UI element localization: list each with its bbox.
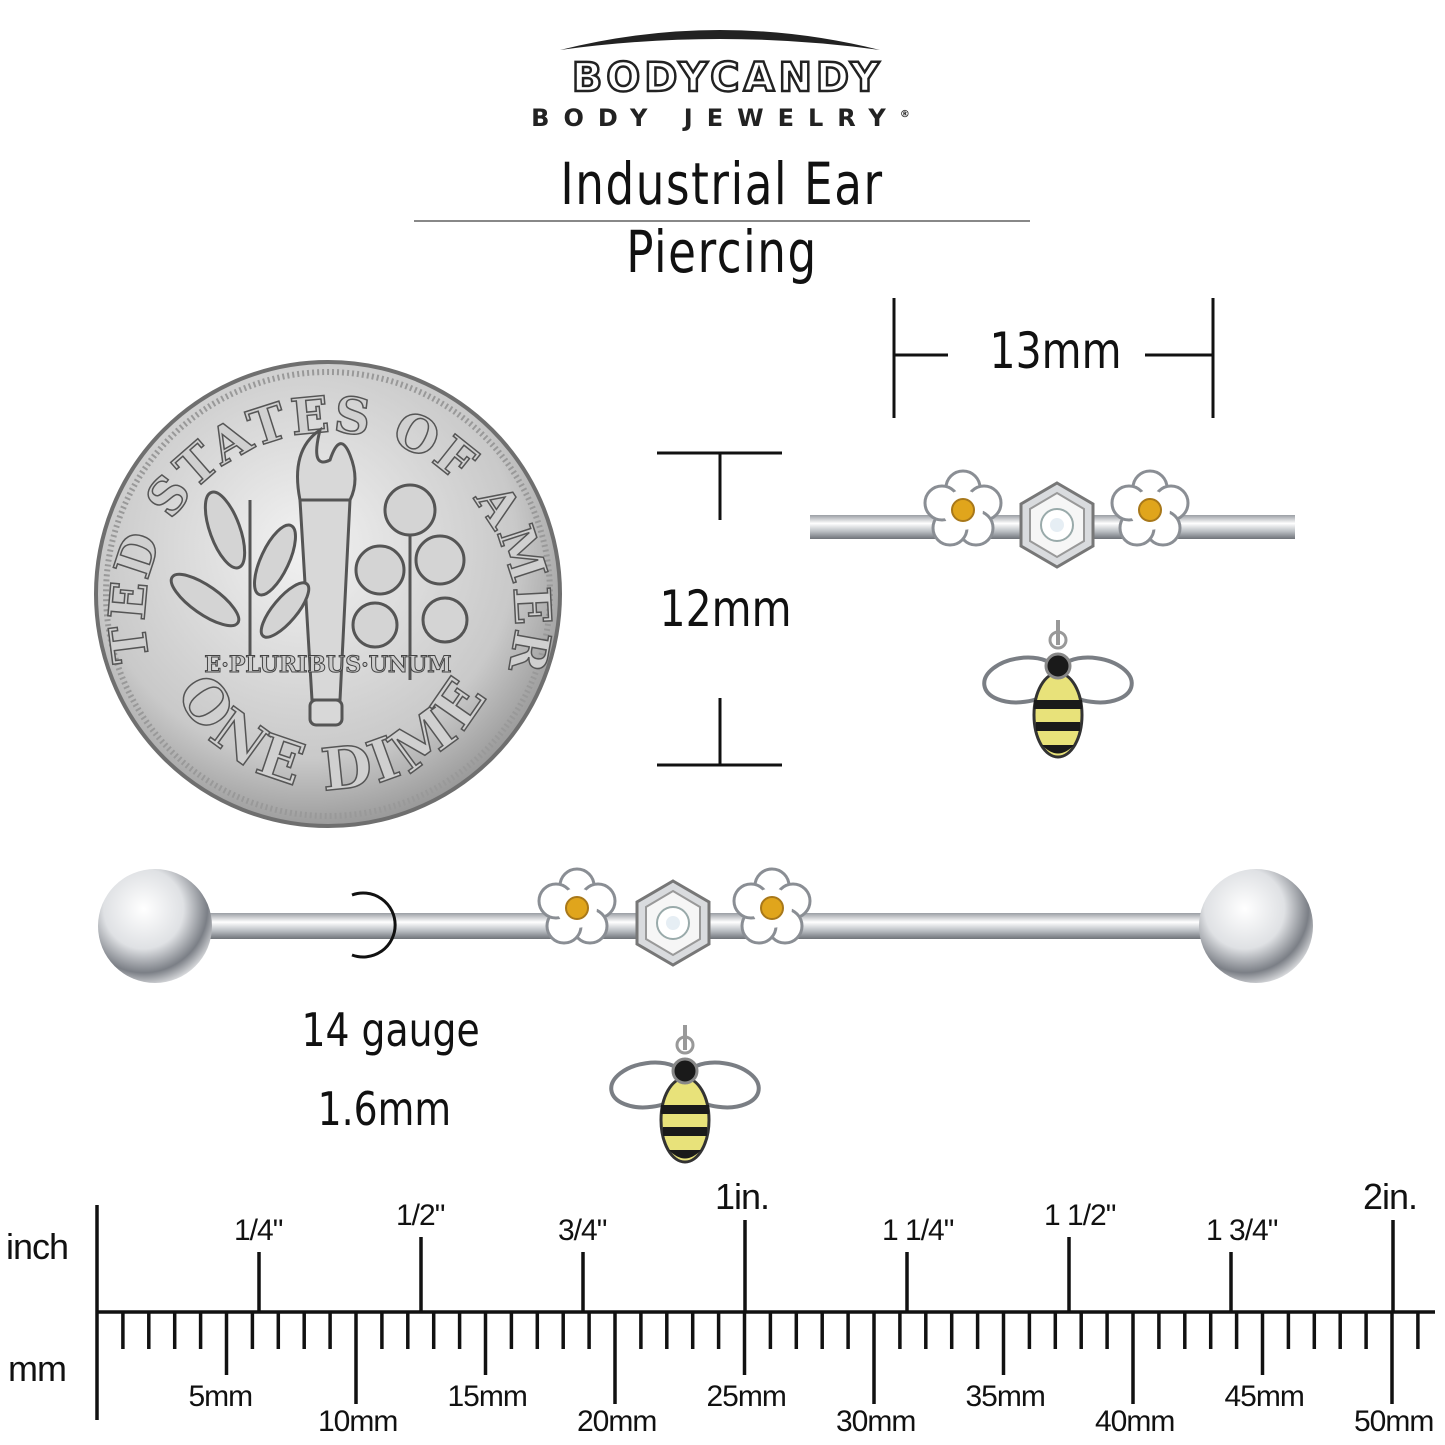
coin-olive-branch-icon [169, 490, 311, 670]
inch-tick-label: 1 3/4" [1206, 1214, 1278, 1247]
hexagon-gem-icon [635, 879, 711, 967]
closeup-jewelry [810, 469, 1295, 759]
inch-tick-label: 1/4" [234, 1214, 283, 1247]
inch-tick-label: 2in. [1363, 1176, 1418, 1217]
height-dimension-marker [657, 451, 782, 767]
brand-subtitle-text: BODY JEWELRY [531, 104, 900, 132]
mm-tick-label: 10mm [318, 1405, 398, 1438]
flower-charm-icon [537, 867, 617, 945]
mm-tick-label: 15mm [447, 1380, 528, 1413]
mm-tick-label: 5mm [188, 1380, 254, 1413]
barbell-ball-left [98, 869, 212, 983]
registered-mark: ® [899, 109, 924, 120]
gauge-indicator-arc [351, 891, 397, 959]
inch-tick-label: 1 1/4" [882, 1214, 954, 1247]
mm-tick-label: 30mm [836, 1405, 916, 1438]
logo-swoosh [560, 30, 880, 50]
mm-tick-label: 35mm [965, 1380, 1046, 1413]
bee-charm-icon [606, 1023, 764, 1164]
flower-charm-icon [1110, 469, 1190, 547]
inch-tick-label: 1/2" [396, 1199, 445, 1232]
coin-oak-branch-icon [351, 483, 469, 680]
mm-tick-label: 50mm [1354, 1405, 1434, 1438]
dime-coin: UNITED STATES OF AMERICA ONE DIME E·PLUR… [0, 0, 562, 828]
hexagon-gem-icon [1019, 481, 1095, 569]
title-underline [414, 220, 1030, 222]
ruler-inch-label: inch [6, 1226, 69, 1267]
gauge-mm-label: 1.6mm [317, 1082, 452, 1136]
ruler [95, 1205, 1435, 1420]
inch-tick-label: 1in. [715, 1176, 770, 1217]
brand-subtitle: BODY JEWELRY® [470, 104, 985, 132]
coin-torch-icon [296, 426, 357, 727]
ruler-mm-label: mm [8, 1348, 67, 1389]
flower-charm-icon [923, 469, 1003, 547]
inch-tick-label: 1 1/2" [1044, 1199, 1116, 1232]
height-label: 12mm [659, 580, 792, 638]
industrial-barbell [98, 867, 1313, 1164]
mm-tick-label: 20mm [577, 1405, 657, 1438]
width-dimension-marker [892, 298, 1215, 418]
mm-tick-label: 45mm [1224, 1380, 1305, 1413]
barbell-ball-right [1199, 869, 1313, 983]
brand-logo-text: BODYCANDY [571, 55, 884, 101]
flower-charm-icon [732, 867, 812, 945]
width-label: 13mm [989, 322, 1122, 380]
coin-motto: E·PLURIBUS·UNUM [204, 652, 451, 678]
gauge-label: 14 gauge [301, 1003, 480, 1057]
page-title: Industrial Ear Piercing [560, 150, 884, 286]
mm-tick-label: 40mm [1095, 1405, 1175, 1438]
inch-tick-label: 3/4" [558, 1214, 607, 1247]
bee-charm-icon [979, 618, 1137, 759]
mm-tick-label: 25mm [706, 1380, 787, 1413]
